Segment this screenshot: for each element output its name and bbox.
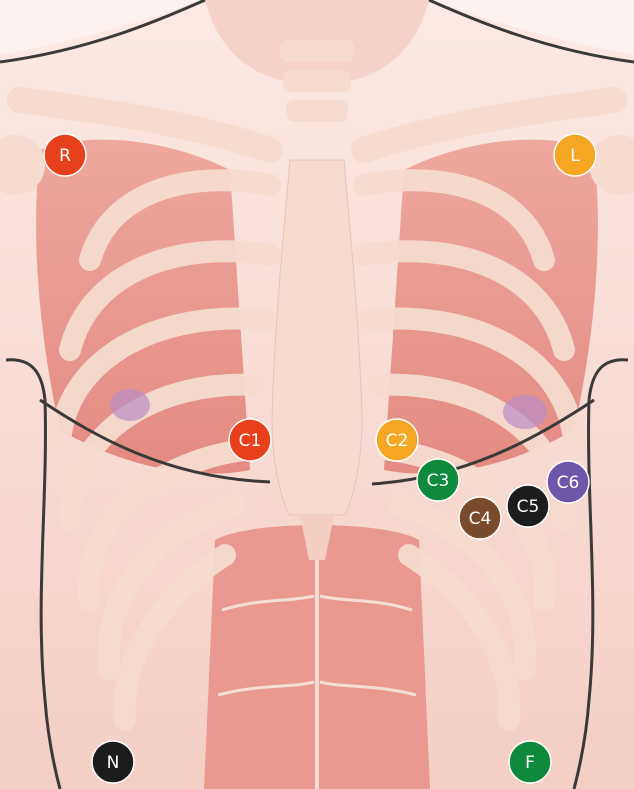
- electrode-r: R: [43, 133, 87, 177]
- electrode-c3: C3: [416, 458, 460, 502]
- electrode-n: N: [91, 740, 135, 784]
- electrode-label: C6: [557, 473, 580, 493]
- electrode-label: C2: [386, 431, 409, 451]
- vertebra: [286, 100, 348, 122]
- electrode-marker: [91, 740, 135, 784]
- electrode-c6: C6: [546, 460, 590, 504]
- electrode-label: R: [59, 146, 71, 166]
- electrode-f: F: [508, 740, 552, 784]
- electrode-c1: C1: [228, 418, 272, 462]
- vertebra: [283, 70, 351, 92]
- abdominal-band: [217, 680, 315, 697]
- electrode-marker: [228, 418, 272, 462]
- electrode-marker: [416, 458, 460, 502]
- right-clavicle: [351, 87, 627, 163]
- left-clavicle: [7, 87, 283, 163]
- vertebra: [280, 40, 354, 62]
- electrode-label: C1: [239, 431, 262, 451]
- electrode-marker: [508, 740, 552, 784]
- left-flank-outline: [5, 358, 62, 789]
- left-shoulder-joint: [0, 135, 45, 195]
- abdominal-band: [221, 594, 315, 612]
- electrode-label: N: [107, 753, 120, 773]
- left-pectoral-line: [39, 398, 271, 484]
- body-outline: [428, 0, 634, 64]
- electrode-marker: [375, 418, 419, 462]
- right-flank-outline: [572, 358, 629, 789]
- electrode-label: L: [570, 146, 580, 166]
- right-nipple: [503, 395, 547, 429]
- electrode-label: C4: [469, 509, 492, 529]
- left-nipple: [110, 389, 150, 421]
- electrode-marker: [506, 484, 550, 528]
- body-outline: [0, 0, 206, 64]
- xiphoid: [300, 515, 334, 560]
- electrode-label: C3: [427, 471, 450, 491]
- electrode-marker: [553, 133, 597, 177]
- electrode-l: L: [553, 133, 597, 177]
- electrode-label: F: [525, 753, 535, 773]
- electrode-marker: [43, 133, 87, 177]
- electrode-marker: [546, 460, 590, 504]
- sternum: [271, 159, 363, 516]
- right-shoulder-joint: [589, 135, 634, 195]
- electrode-marker: [458, 496, 502, 540]
- electrode-label: C5: [517, 497, 540, 517]
- abdominal-band: [319, 594, 413, 612]
- electrode-c4: C4: [458, 496, 502, 540]
- abdominal-band: [319, 680, 417, 697]
- electrode-c2: C2: [375, 418, 419, 462]
- right-pectoral-line: [371, 398, 595, 486]
- electrode-c5: C5: [506, 484, 550, 528]
- left-ribs: [49, 169, 281, 731]
